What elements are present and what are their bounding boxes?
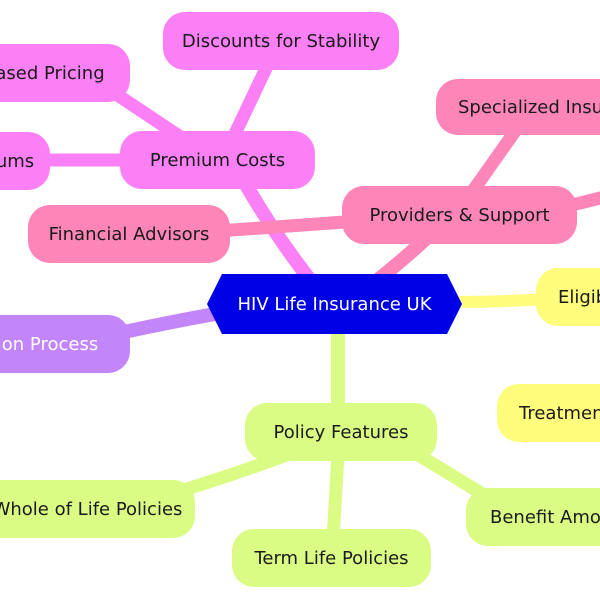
node-term-life-policies[interactable]: Term Life Policies [232,529,431,587]
node-specialized-insurers[interactable]: Specialized Insur [436,79,600,135]
node-treatment[interactable]: Treatmen [497,384,600,442]
node-policy-features[interactable]: Policy Features [245,403,437,461]
node-providers-support[interactable]: Providers & Support [342,186,577,244]
node-benefit-amount[interactable]: Benefit Amou [466,488,600,546]
node-whole-of-life-policies[interactable]: Whole of Life Policies [0,480,195,538]
node-premiums[interactable]: ums [0,132,50,190]
link-premium-discounts [225,53,277,147]
link-features-term [326,448,345,547]
node-eligibility[interactable]: Eligib [536,268,600,326]
center-node[interactable]: HIV Life Insurance UK [237,293,432,315]
node-based-pricing[interactable]: ased Pricing [0,44,130,102]
node-application-process[interactable]: on Process [0,315,130,373]
node-discounts-for-stability[interactable]: Discounts for Stability [163,12,399,70]
node-financial-advisors[interactable]: Financial Advisors [28,205,230,263]
node-premium-costs[interactable]: Premium Costs [120,131,315,189]
